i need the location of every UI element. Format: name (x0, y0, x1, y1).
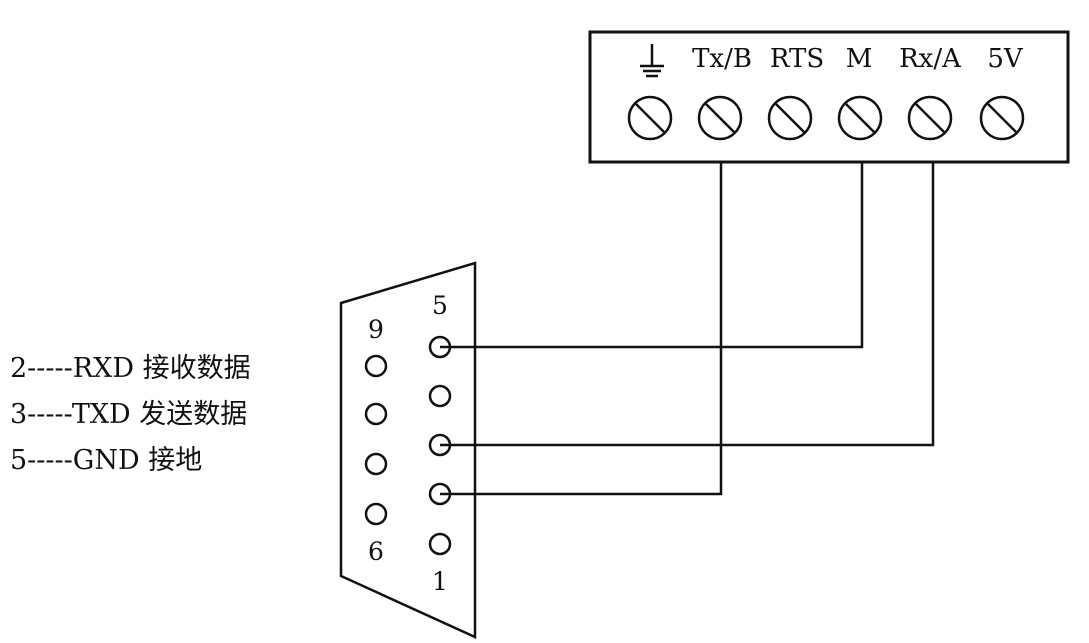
screw-terminal-icon-rx-a (907, 95, 953, 141)
screw-terminal-icon-tx-b (697, 95, 743, 141)
ground-icon (640, 44, 664, 78)
pin-label-9: 9 (368, 315, 384, 344)
wire-pin3-to-rx-a (440, 162, 935, 447)
legend-gnd: 5-----GND 接地 (10, 445, 203, 476)
screw-terminal-icon-ground (627, 95, 673, 141)
legend-txd: 3-----TXD 发送数据 (10, 399, 248, 430)
terminal-label-tx-b: Tx/B (692, 44, 752, 74)
db9-pin-9 (364, 354, 388, 378)
terminal-label-m: M (846, 44, 873, 74)
screw-terminal-icon-5v (979, 95, 1025, 141)
pin-label-6: 6 (368, 537, 384, 566)
db9-connector: 9 5 6 1 (339, 261, 477, 639)
db9-shell (339, 261, 477, 639)
terminal-block-frame (588, 30, 1070, 164)
db9-pin-1 (428, 532, 452, 556)
db9-pin-8 (364, 402, 388, 426)
db9-pin-6 (364, 502, 388, 526)
wire-pin2-to-tx-b (440, 162, 723, 496)
terminal-block: Tx/B RTS M Rx/A 5V (588, 30, 1070, 164)
pin-label-5: 5 (432, 291, 448, 320)
screw-terminal-icon-rts (767, 95, 813, 141)
terminal-label-rx-a: Rx/A (899, 44, 962, 74)
db9-pin-4 (428, 384, 452, 408)
legend-rxd: 2-----RXD 接收数据 (10, 353, 251, 384)
screw-terminal-icon-m (837, 95, 883, 141)
pin-label-1: 1 (432, 567, 448, 596)
terminal-label-rts: RTS (770, 44, 824, 74)
terminal-label-5v: 5V (987, 44, 1024, 74)
db9-pin-7 (364, 452, 388, 476)
wire-pin5-to-m (440, 162, 864, 349)
